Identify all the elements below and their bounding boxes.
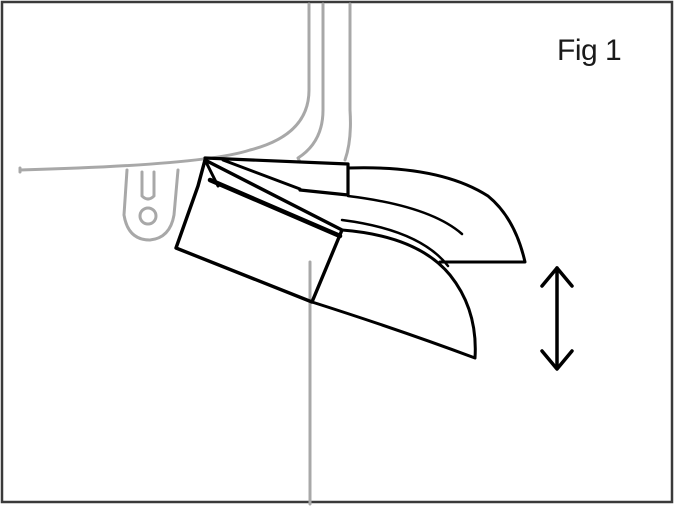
- arm-outline: [18, 2, 311, 172]
- figure-label: Fig 1: [557, 34, 622, 67]
- up-down-arrow-icon: [540, 266, 574, 371]
- foot-band-edge: [203, 158, 220, 188]
- arm-inner-edge: [296, 2, 325, 164]
- foot-band-line: [207, 177, 343, 239]
- bracket-outline: [122, 168, 180, 242]
- foot-body: [174, 158, 344, 304]
- arm-right-edge: [343, 2, 352, 162]
- bracket-hole: [138, 206, 158, 226]
- shank-diagonal: [221, 158, 302, 191]
- upper-toe-inner: [346, 194, 464, 236]
- machine-body: [18, 2, 352, 506]
- shank-bar: [203, 156, 350, 197]
- bracket-slot: [140, 170, 156, 201]
- upper-toe: [346, 166, 527, 264]
- presser-foot-assembly: [174, 156, 527, 360]
- lower-toe-inner: [340, 218, 450, 268]
- lower-toe: [310, 228, 477, 360]
